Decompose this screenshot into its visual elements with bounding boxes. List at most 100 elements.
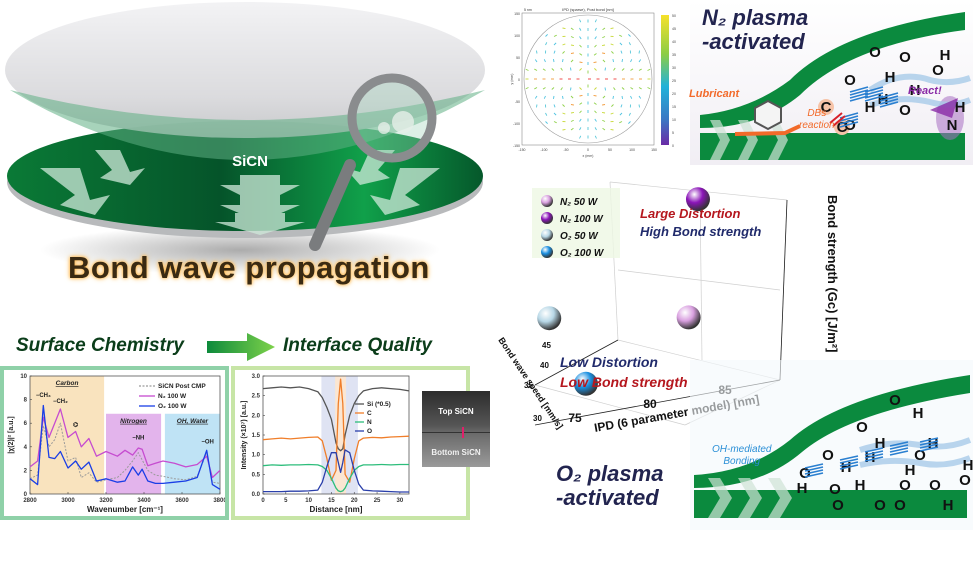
vector-arrow: [593, 61, 597, 63]
hydrogen-bond-icon: [804, 472, 824, 478]
wafer-outline: [523, 14, 653, 144]
vector-arrow: [543, 95, 546, 99]
y-tick-label: 35: [524, 381, 533, 390]
hydrogen-bond-icon: [919, 440, 939, 446]
legend-marker: [541, 195, 553, 207]
legend-marker: [541, 229, 553, 241]
x-axis-label: Wavenumber [cm⁻¹]: [87, 505, 163, 514]
vector-arrow: [620, 50, 623, 54]
peak-annotation: −NH: [132, 436, 144, 442]
colorbar-tick: 30: [672, 66, 676, 70]
vector-x-label: x (mm): [583, 154, 594, 158]
vector-arrow: [611, 104, 614, 107]
vector-x-tick: -150: [518, 148, 525, 152]
vector-arrow: [570, 95, 574, 99]
atom-o: O: [822, 447, 834, 464]
y-tick-label: 2.5: [252, 394, 261, 400]
hydrogen-bond-icon: [839, 115, 859, 122]
atom-o: O: [874, 497, 886, 514]
bond-wave-title: Bond wave propagation: [68, 250, 430, 285]
x-tick-label: 15: [328, 498, 335, 504]
atom-h: H: [955, 99, 966, 116]
hydrogen-bond-icon: [849, 95, 869, 102]
vector-arrow: [621, 95, 623, 100]
colorbar-tick: 5: [672, 131, 674, 135]
vector-arrow: [570, 119, 574, 122]
atom-o: O: [899, 477, 911, 494]
vector-arrow: [630, 87, 634, 90]
region-oh-water: [164, 413, 220, 494]
hydrogen-bond-icon: [864, 447, 884, 453]
o2-bonding-schematic: OHOHOHOHOHHOHOHOOOOHOH: [690, 360, 973, 530]
x-tick-label: 10: [305, 498, 312, 504]
peak-annotation: −CH₂: [53, 399, 68, 405]
atom-c: C: [821, 99, 832, 116]
colorbar-tick: 0: [672, 144, 674, 148]
lubricant-label: Lubricant: [689, 88, 740, 100]
vector-arrow: [630, 95, 633, 99]
vector-arrow: [647, 68, 651, 71]
atom-o: O: [932, 62, 944, 79]
vector-arrow: [562, 27, 566, 29]
wafer-illustration: SiCN: [5, 2, 485, 275]
oh-line1: OH-mediated: [712, 444, 772, 455]
vector-arrow: [570, 127, 574, 131]
atom-o: O: [829, 481, 841, 498]
legend-label: N: [367, 419, 372, 426]
y-tick-label: 40: [540, 361, 549, 370]
legend-marker: [541, 246, 553, 258]
atom-o: O: [899, 49, 911, 66]
vector-arrow: [551, 87, 555, 90]
vector-x-tick: 150: [651, 148, 657, 152]
vector-arrow: [638, 95, 642, 99]
atom-h: H: [875, 435, 886, 452]
hydrogen-bond-icon: [839, 455, 859, 461]
region-label: OH, Water: [177, 418, 209, 425]
hydrogen-bond-icon: [889, 450, 909, 456]
legend-label: N₂ 100 W: [560, 214, 604, 225]
atom-h: H: [855, 477, 866, 494]
vector-arrow: [621, 68, 625, 71]
vector-arrow: [534, 59, 538, 63]
vector-arrow: [630, 59, 633, 63]
atom-h: H: [963, 457, 973, 474]
vector-arrow: [562, 43, 566, 46]
hydrogen-bond-icon: [864, 456, 884, 462]
colorbar-tick: 45: [672, 27, 676, 31]
data-point-sphere: [573, 371, 598, 396]
vector-arrow: [560, 67, 563, 71]
vector-arrow: [602, 36, 606, 39]
y-tick-label: 4: [24, 445, 28, 451]
vector-arrow: [594, 19, 597, 23]
vector-arrow: [602, 95, 606, 99]
vector-map-title: IPD (sparse), Post bond [nm]: [562, 7, 614, 12]
o2-title-line2: -activated: [556, 485, 659, 510]
y-tick-label: 2.0: [252, 413, 261, 419]
vector-arrow: [570, 104, 575, 106]
y-tick-label: 1.0: [252, 453, 261, 459]
vector-arrow: [628, 121, 631, 124]
series-line-sicn-post-cmp: [29, 422, 221, 484]
vector-arrow: [551, 68, 555, 71]
vector-arrow: [542, 87, 546, 90]
surface-chemistry-label: Surface Chemistry: [16, 335, 184, 356]
bond-strength-3d-chart: 758085303540455.05.56.0IPD (6 parameter …: [496, 181, 788, 432]
vector-arrow: [553, 34, 557, 37]
x-tick-label: 30: [397, 498, 404, 504]
vector-arrow: [594, 127, 597, 131]
y-axis-label: |χ(2)|² [a.u.]: [8, 416, 15, 454]
vector-arrow: [570, 52, 575, 54]
colorbar-tick: 10: [672, 118, 676, 122]
vector-arrow: [612, 58, 614, 63]
vector-y-tick: -150: [513, 144, 520, 148]
data-point-sphere: [685, 187, 710, 212]
vector-arrow: [594, 87, 597, 90]
x-tick-label: 25: [374, 498, 381, 504]
y-tick-label: 45: [542, 341, 551, 350]
magnifier-icon: [309, 73, 437, 251]
vector-arrow: [525, 68, 529, 71]
vector-arrow: [612, 95, 614, 100]
y-tick-label: 6: [24, 421, 28, 427]
y-tick-label: 0.0: [252, 492, 261, 498]
